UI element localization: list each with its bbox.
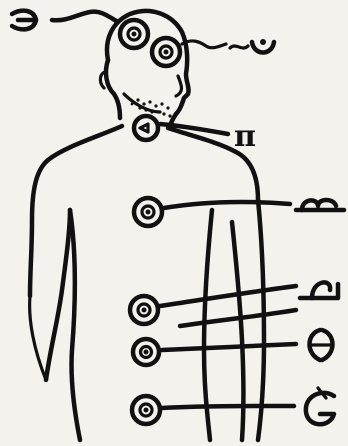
- crown-chakra-circle: [120, 20, 148, 48]
- neck-back-outline: [106, 60, 120, 118]
- third-eye-connector: [182, 41, 226, 48]
- crown-connector: [52, 12, 118, 22]
- solar-plexus-chakra-circle: [130, 296, 158, 324]
- left-torso-side: [70, 210, 80, 440]
- sacral-chakra-circle: [133, 339, 159, 365]
- root-glyph: [306, 388, 334, 424]
- sacral-connector: [162, 344, 296, 350]
- solar-plexus-connector: [160, 286, 296, 306]
- left-arm-inner: [46, 210, 70, 380]
- chakra-circles: [120, 20, 180, 424]
- root-chakra-circle: [132, 396, 160, 424]
- jaw-outline: [124, 94, 160, 112]
- heart-connector: [164, 202, 290, 208]
- heart-glyph: [296, 200, 344, 210]
- nose-profile: [176, 76, 182, 96]
- throat-chakra-circle: [134, 116, 158, 140]
- sacral-glyph: [310, 330, 333, 360]
- glyphs: π: [12, 11, 344, 425]
- crown-glyph: [12, 11, 36, 30]
- heart-chakra-circle: [134, 198, 162, 226]
- solar-plexus-cross-line: [180, 310, 296, 326]
- third-eye-chakra-circle: [152, 38, 180, 66]
- solar-plexus-glyph: [300, 282, 338, 298]
- third-eye-glyph: [230, 39, 274, 53]
- throat-glyph: π: [234, 119, 256, 154]
- left-hand: [30, 296, 46, 380]
- root-connector: [162, 406, 294, 408]
